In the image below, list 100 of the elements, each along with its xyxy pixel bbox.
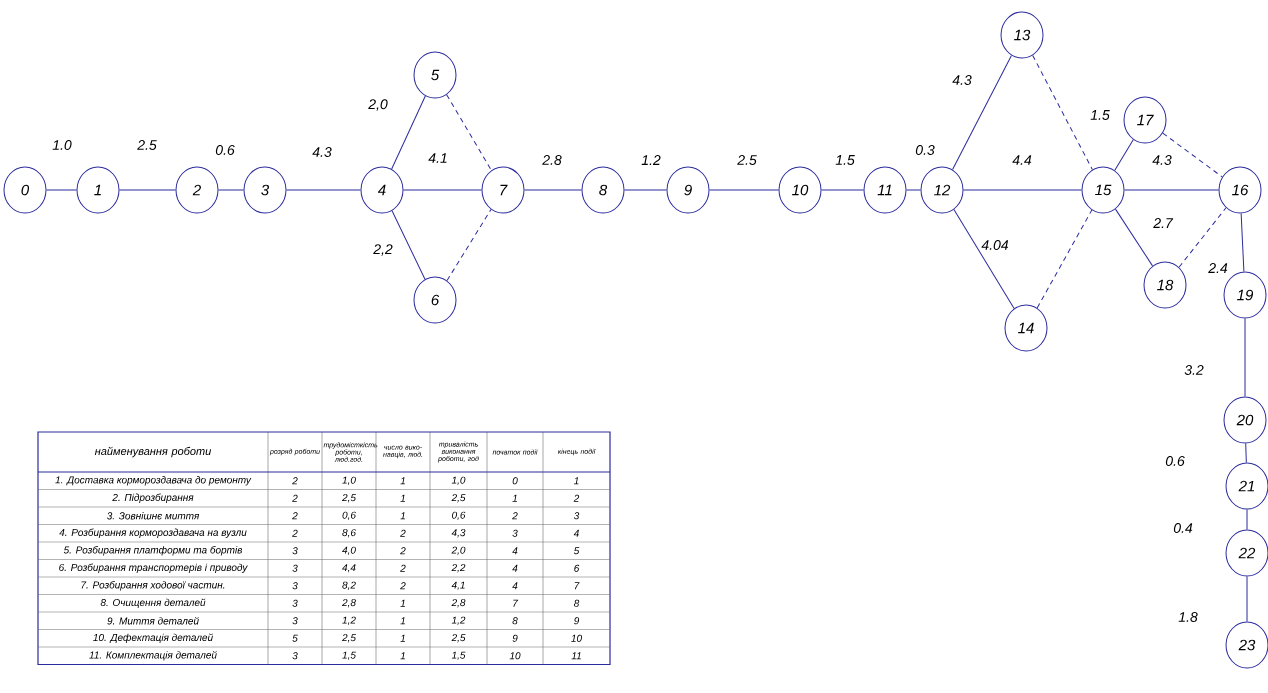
table-entry: 4 [512, 547, 518, 555]
table-entry: 8 [574, 599, 580, 607]
activity-line [1246, 509, 1248, 530]
duration-label: 0.3 [915, 145, 935, 155]
table-entry: 8,2 [342, 581, 356, 590]
table-entry: 8 [512, 617, 518, 625]
dashed-line [446, 208, 492, 282]
duration-label: 2,2 [373, 244, 393, 256]
table-entry: 1,2 [342, 616, 356, 625]
table-entry: 1 [512, 494, 517, 502]
table-entry: 2 [573, 494, 580, 502]
table-entry: 4 [512, 582, 518, 590]
table-entry: 1,5 [342, 651, 356, 660]
table-entry: 0 [512, 477, 518, 485]
table-entry: 11. Комплектація деталей [89, 651, 217, 661]
column-heading: найменування роботи [94, 446, 212, 458]
table-entry: 4. Розбирання кормороздавача на вузли [59, 528, 247, 538]
activity-line [709, 189, 779, 191]
table-entry: 0,6 [342, 511, 356, 520]
duration-label: 2.5 [137, 140, 157, 150]
activity-line [952, 54, 1012, 171]
table-entry: 3 [292, 564, 298, 572]
table-entry: 6. Розбирання транспортерів і приводу [59, 563, 248, 573]
table-entry: 1 [400, 617, 405, 625]
table-entry: 1,5 [451, 651, 466, 660]
table-entry: 9 [512, 634, 518, 642]
table-entry: 2,8 [451, 599, 466, 608]
duration-label: 4.04 [981, 240, 1009, 250]
dashed-line [1036, 209, 1093, 309]
table-entry: 2 [292, 512, 298, 520]
table-entry: 2. Підрозбирання [112, 493, 194, 503]
table-entry: 7. Розбирання ходової частин. [81, 581, 225, 591]
table-entry: 4 [573, 529, 579, 537]
dashed-line [1162, 132, 1223, 178]
duration-label: 1.0 [52, 140, 72, 150]
duration-label: 3.2 [1184, 365, 1204, 375]
table-entry: 1 [400, 477, 405, 485]
duration-label: 2.4 [1208, 263, 1228, 273]
activity-line [963, 189, 1082, 191]
activity-line [1114, 139, 1134, 171]
table-entry: 2 [400, 547, 406, 555]
activity-line [1246, 576, 1248, 622]
table-entry: 2 [292, 477, 298, 485]
activity-line [286, 189, 361, 191]
duration-label: 2.7 [1153, 218, 1174, 228]
table-entry: 2,5 [342, 634, 356, 643]
table-entry: 3 [573, 512, 580, 520]
table-entry: 1,0 [451, 476, 466, 485]
table-entry: 7 [513, 599, 519, 607]
activity-line [821, 189, 864, 191]
table-entry: 9 [574, 617, 580, 625]
table-entry: 2 [400, 564, 406, 572]
duration-label: 2.5 [737, 155, 757, 165]
activity-line [624, 189, 667, 191]
table-entry: 10 [509, 652, 521, 660]
table-entry: 4,4 [342, 564, 356, 573]
table-entry: 8. Очищення деталей [100, 598, 206, 608]
activity-line [1124, 189, 1219, 191]
duration-label: 4.3 [1152, 155, 1172, 165]
duration-label: 0.6 [215, 145, 235, 155]
activity-line [906, 189, 921, 191]
table-entry: 2,5 [342, 494, 356, 503]
table-entry: 1 [400, 599, 405, 607]
duration-label: 1.5 [1090, 110, 1110, 120]
table-entry: 3. Зовнішнє миття [106, 512, 200, 520]
table-entry: 3 [292, 582, 298, 590]
table-entry: 2 [400, 529, 406, 537]
duration-label: 2.8 [542, 155, 562, 165]
activity-line [1115, 208, 1154, 267]
dashed-line [446, 94, 492, 171]
duration-label: 4.4 [1012, 155, 1032, 165]
activity-line [46, 189, 77, 191]
table-entry: 3 [292, 547, 298, 555]
duration-label: 1.8 [1178, 612, 1198, 622]
duration-label: 0.6 [1165, 456, 1185, 466]
table-entry: 3 [512, 529, 518, 537]
table-entry: 1 [400, 634, 405, 642]
table-entry: 2,8 [342, 599, 356, 608]
duration-label: 4.3 [312, 147, 332, 157]
table-entry: 2 [400, 582, 406, 590]
duration-label: 1.2 [641, 155, 661, 165]
activity-line [391, 210, 426, 280]
table-entry: 10 [571, 634, 582, 642]
table-entry: 2,5 [451, 634, 466, 643]
table-entry: 0,6 [452, 511, 466, 520]
duration-label: 4.1 [428, 153, 447, 163]
duration-label: 4.3 [952, 75, 972, 85]
table-entry: 5 [292, 634, 298, 642]
duration-label: 2,0 [368, 99, 388, 111]
activity-line [524, 189, 582, 191]
table-entry: 1 [574, 477, 579, 485]
activity-line [218, 189, 244, 191]
table-entry: 9. Миття деталей [107, 617, 199, 625]
duration-label: 1.5 [835, 155, 855, 165]
table-entry: 3 [292, 652, 298, 660]
table-entry: 2,0 [451, 546, 466, 555]
table-entry: 2 [292, 494, 298, 502]
duration-label: 0.4 [1173, 523, 1193, 533]
table-entry: 2 [292, 529, 298, 537]
table-entry: 8,6 [342, 529, 356, 538]
